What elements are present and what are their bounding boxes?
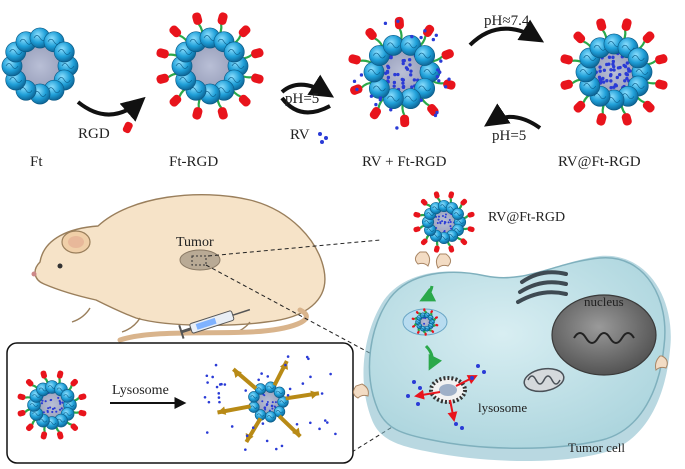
label-cell-particle: RV@Ft-RGD [488, 210, 565, 225]
mitochondrion [523, 367, 565, 393]
label-lysosome-arrow: Lysosome [112, 383, 169, 398]
rgd-peptide-icon [122, 121, 133, 134]
neutral-ph-arrow [468, 19, 545, 47]
zoom-line-bottom [205, 264, 449, 396]
label-lysosome-organelle: lysosome [478, 400, 527, 415]
particle-rv-ft-rgd [348, 16, 456, 130]
release-arrowhead [310, 390, 319, 400]
stage-label-ft: Ft [30, 154, 43, 170]
nucleus [551, 294, 657, 376]
release-arrow-1 [414, 389, 441, 400]
zoom-line-top [207, 239, 381, 257]
inset-release-particle [248, 381, 289, 423]
particle-rv-at-ft-rgd [560, 18, 668, 126]
golgi-apparatus [516, 270, 568, 304]
loading-arrow [280, 74, 335, 98]
label-ph5-back: pH=5 [492, 128, 526, 144]
tumor-cell [352, 251, 671, 462]
lysosome-organelle [429, 376, 467, 404]
stage-label-rv-ft-rgd: RV + Ft-RGD [362, 154, 447, 170]
label-nucleus: nucleus [584, 294, 624, 309]
released-drug-dots [406, 364, 486, 430]
release-arrowhead [217, 406, 227, 415]
label-tumor-cell: Tumor cell [568, 440, 625, 455]
particle-in-endosome [411, 308, 439, 336]
membrane-receptors [352, 251, 668, 399]
particle-entering-cell [413, 191, 475, 253]
label-ph74: pH≈7.4 [484, 13, 530, 29]
mouse-illustration [31, 193, 326, 343]
inset-loaded-particle [17, 370, 87, 440]
release-arrowhead [233, 369, 242, 378]
trafficking-arrow [424, 344, 443, 371]
label-ph5-load: pH=5 [285, 91, 319, 107]
rgd-conjugation-arrow [76, 96, 146, 122]
label-rv: RV [290, 127, 310, 143]
endocytosis-arrow [419, 285, 437, 302]
stage-label-rv-at-ft-rgd: RV@Ft-RGD [558, 154, 641, 170]
acidic-ph-arrow [484, 103, 542, 130]
nanoparticle-row [1, 12, 668, 253]
loading-arrow-lower [280, 96, 331, 115]
release-arrowhead [292, 427, 301, 437]
label-tumor: Tumor [176, 235, 214, 250]
rv-dots-icon [318, 132, 328, 144]
particle-ft-rgd [156, 12, 264, 120]
label-rgd: RGD [78, 126, 110, 142]
release-arrow-3 [447, 399, 458, 422]
syringe-icon [178, 308, 251, 339]
particle-ft [1, 27, 79, 105]
stage-label-ft-rgd: Ft-RGD [169, 154, 218, 170]
drug-release-burst [17, 355, 337, 451]
tumor-site [179, 249, 221, 271]
release-arrowhead [279, 360, 289, 370]
